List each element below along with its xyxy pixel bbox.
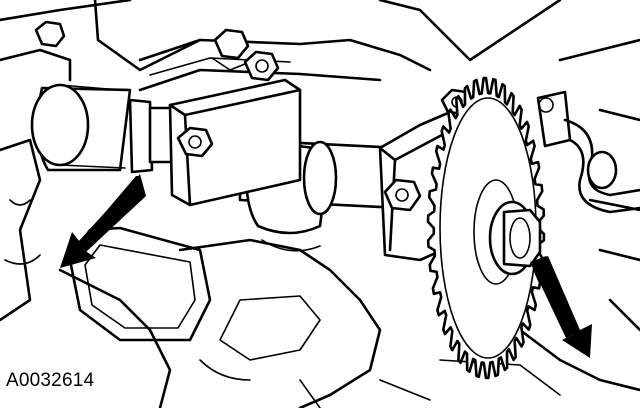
camshaft-sprocket-bolt — [488, 200, 542, 276]
bearing-cap-bolt-right — [383, 178, 422, 212]
bearing-cap-bolt-top — [243, 50, 280, 82]
bearing-cap-left — [168, 57, 302, 207]
right-arrow — [530, 256, 592, 358]
bracket-bolt-top-left — [34, 20, 250, 60]
bearing-cap-bolt-left — [176, 126, 214, 158]
left-arrow — [60, 174, 146, 268]
fuel-line-fitting — [536, 90, 640, 214]
figure-id-label: A0032614 — [6, 370, 95, 391]
block-pocket — [68, 226, 212, 342]
camshaft-sprocket — [426, 76, 546, 380]
